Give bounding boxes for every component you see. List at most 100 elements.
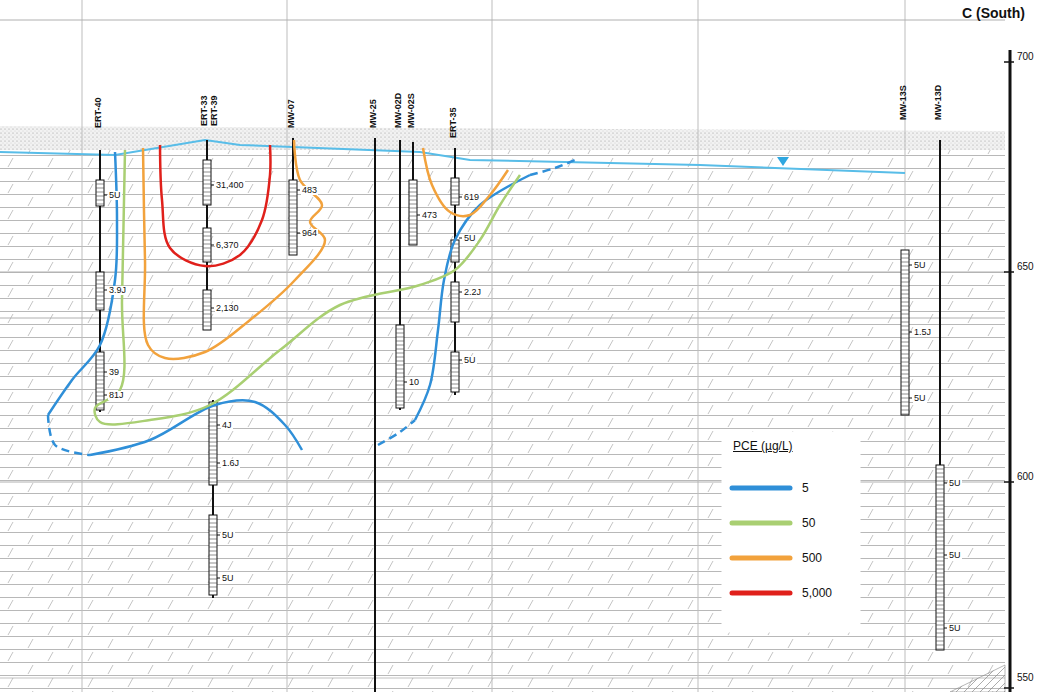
pce-contour — [48, 152, 117, 415]
screen-slot — [901, 362, 909, 363]
screen-slot — [936, 493, 944, 494]
screen-slot — [289, 196, 297, 197]
screen-slot — [209, 535, 217, 536]
well-screen — [289, 180, 297, 255]
bedrock-wedge — [950, 665, 1005, 692]
value-tick — [459, 238, 462, 239]
screen-slot — [936, 529, 944, 530]
screen-slot — [289, 204, 297, 205]
screen-slot — [209, 531, 217, 532]
water-table-symbol — [777, 157, 789, 166]
screen-slot — [409, 184, 417, 185]
screen-slot — [209, 527, 217, 528]
screen-slot — [203, 240, 211, 241]
value-tick — [459, 292, 462, 293]
screen-slot — [451, 186, 459, 187]
pce-value: 3.9J — [108, 286, 127, 295]
screen-slot — [451, 376, 459, 377]
screen-slot — [289, 232, 297, 233]
screen-slot — [936, 517, 944, 518]
screen-slot — [451, 294, 459, 295]
screen-slot — [451, 384, 459, 385]
pce-value: 5U — [463, 356, 477, 365]
screen-slot — [409, 228, 417, 229]
screen-slot — [901, 254, 909, 255]
screen-slot — [396, 385, 404, 386]
contours — [48, 140, 575, 455]
screen-slot — [289, 220, 297, 221]
pce-value: 4J — [221, 421, 233, 430]
value-tick — [104, 195, 107, 196]
screen-slot — [901, 302, 909, 303]
screen-slot — [289, 224, 297, 225]
screen-slot — [901, 262, 909, 263]
well-screen — [409, 180, 417, 245]
bedrock-line — [0, 678, 1005, 679]
screen-slot — [209, 523, 217, 524]
screen-slot — [289, 228, 297, 229]
screen-slot — [901, 402, 909, 403]
screen-slot — [96, 292, 104, 293]
well-name: MW-02D — [394, 93, 403, 128]
screen-slot — [451, 302, 459, 303]
screen-slot — [203, 188, 211, 189]
screen-slot — [209, 446, 217, 447]
pce-value: 1.5J — [913, 328, 932, 337]
value-tick — [944, 483, 947, 484]
legend-title: PCE (µg/L) — [733, 440, 793, 452]
screen-slot — [936, 641, 944, 642]
screen-slot — [96, 372, 104, 373]
value-tick — [217, 425, 220, 426]
screen-slot — [203, 314, 211, 315]
screen-slot — [451, 364, 459, 365]
screen-slot — [451, 356, 459, 357]
screen-slot — [96, 360, 104, 361]
screen-slot — [936, 533, 944, 534]
screen-slot — [936, 509, 944, 510]
screen-slot — [209, 583, 217, 584]
screen-slot — [936, 593, 944, 594]
screen-slot — [96, 188, 104, 189]
grid-line — [492, 0, 493, 692]
screen-slot — [901, 370, 909, 371]
axis-tick — [1004, 481, 1014, 483]
screen-slot — [396, 397, 404, 398]
grid-line — [698, 0, 699, 692]
screen-slot — [901, 342, 909, 343]
screen-slot — [936, 625, 944, 626]
screen-slot — [209, 559, 217, 560]
screen-slot — [936, 481, 944, 482]
screen-slot — [451, 314, 459, 315]
screen-slot — [451, 360, 459, 361]
screen-slot — [209, 482, 217, 483]
screen-slot — [901, 310, 909, 311]
screen-slot — [451, 380, 459, 381]
screen-slot — [203, 302, 211, 303]
screen-slot — [96, 396, 104, 397]
screen-slot — [409, 240, 417, 241]
screen-slot — [203, 232, 211, 233]
well-name: MW-07 — [287, 99, 296, 128]
overburden — [0, 126, 1005, 150]
well-screen — [203, 290, 211, 330]
grid — [0, 0, 1005, 692]
well-screen — [451, 282, 459, 322]
screen-slot — [901, 274, 909, 275]
well-screen — [96, 180, 104, 206]
screen-slot — [203, 298, 211, 299]
screen-slot — [936, 601, 944, 602]
screen-slot — [396, 329, 404, 330]
screen-slot — [409, 244, 417, 245]
screen-slot — [451, 182, 459, 183]
screen-slot — [901, 374, 909, 375]
screen-slot — [409, 196, 417, 197]
screen-slot — [203, 184, 211, 185]
pce-value: 39 — [108, 368, 120, 377]
screen-slot — [203, 196, 211, 197]
legend-line — [732, 521, 790, 526]
screen-slot — [209, 591, 217, 592]
well-name: MW-02S — [407, 93, 416, 128]
screen-slot — [396, 337, 404, 338]
screen-slot — [451, 252, 459, 253]
screen-slot — [203, 204, 211, 205]
